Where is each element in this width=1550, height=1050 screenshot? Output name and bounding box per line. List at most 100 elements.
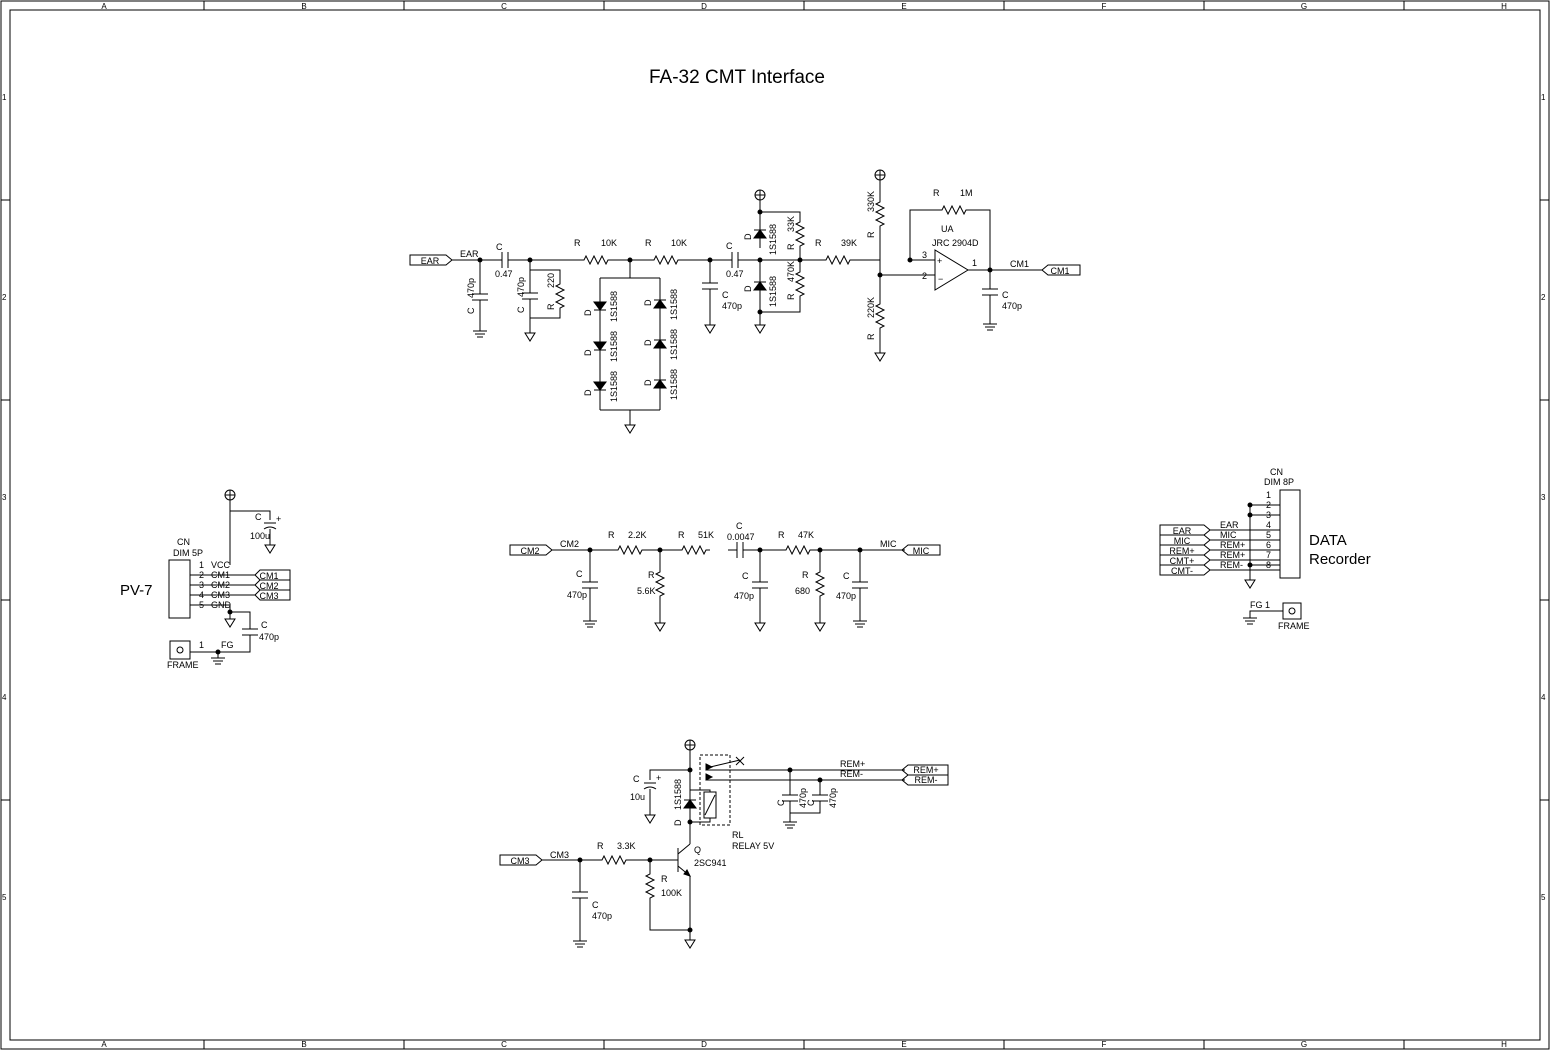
cm2-port-label: CM2	[520, 546, 539, 556]
opamp-jrc2904d: + −	[934, 249, 969, 291]
dclamp-bot-ref: D	[743, 285, 753, 292]
frame-col-H-top: H	[1501, 2, 1507, 11]
frame-col-E-bottom: E	[901, 1040, 906, 1049]
svg-text:REM-: REM-	[915, 775, 938, 785]
cmid-ref: C	[722, 290, 729, 300]
frame-col-E-top: E	[901, 2, 906, 11]
rref-top-ref: R	[866, 231, 876, 238]
rem-relay-ref: RL	[732, 830, 744, 840]
diode-l1-ref: D	[583, 309, 593, 316]
frame-col-G-top: G	[1301, 2, 1307, 11]
opamp-pin-minus: 2	[922, 271, 927, 281]
rem-d-part: 1S1588	[673, 779, 683, 810]
cshunt2-ref: C	[516, 306, 526, 313]
cin-ref: C	[496, 242, 503, 252]
frame-row-3-right: 3	[1541, 493, 1546, 502]
pv7-pin-number: 1	[199, 560, 204, 570]
dclamp-top-part: 1S1588	[768, 224, 778, 255]
cm2-port-flag	[509, 544, 553, 556]
rec-name-line1: DATA	[1309, 532, 1347, 549]
diode-l3-ref: D	[583, 389, 593, 396]
diode-ladder-right	[653, 299, 667, 389]
pv7-cap2-ref: C	[261, 620, 268, 630]
mic-r5-ref: R	[802, 570, 809, 580]
mic-port-label: MIC	[913, 546, 930, 556]
rec-signal-port-label: CMT-	[1171, 566, 1193, 576]
r3-ref: R	[815, 238, 822, 248]
rec-signal-net-label: REM+	[1220, 540, 1245, 550]
pv7-cap-value: 100u	[250, 531, 270, 541]
frame-row-3-left: 3	[2, 493, 7, 502]
rem-c3-ref: C	[776, 799, 786, 806]
opamp-ref: UA	[941, 224, 954, 234]
rec-signal-port: REM+REM+	[1159, 540, 1280, 556]
svg-text:CM2: CM2	[259, 581, 278, 591]
frame-col-D-bottom: D	[701, 1040, 707, 1049]
r2-ref: R	[645, 238, 652, 248]
cout-value: 470p	[1002, 301, 1022, 311]
frame-col-G-bottom: G	[1301, 1040, 1307, 1049]
diode-ladder-left	[593, 301, 607, 391]
mic-c4-ref: C	[843, 571, 850, 581]
rem-minus-net: REM-	[840, 769, 863, 779]
frame-row-1-left: 1	[2, 93, 7, 102]
rem-c2-ref: C	[633, 774, 640, 784]
rec-signal-net-label: MIC	[1220, 530, 1237, 540]
rec-signal-net-label: EAR	[1220, 520, 1239, 530]
pv7-name: PV-7	[120, 582, 153, 599]
dclamp-bot-part: 1S1588	[768, 276, 778, 307]
rec-fg-net: FG 1	[1250, 600, 1270, 610]
mic-c2-ref: C	[736, 521, 743, 531]
opamp-pin-plus: 3	[922, 250, 927, 260]
rref-bot-ref: R	[866, 333, 876, 340]
mic-r4-value: 47K	[798, 530, 814, 540]
cm1-net-label: CM1	[1010, 259, 1029, 269]
rem-plus-net: REM+	[840, 759, 865, 769]
pv7-cap-ref: C	[255, 512, 262, 522]
rec-pin-number: 5	[1266, 530, 1271, 540]
svg-text:CM1: CM1	[259, 571, 278, 581]
ear-net-label: EAR	[460, 249, 479, 259]
rem-c4-ref: C	[806, 799, 816, 806]
pv7-frame-terminal	[169, 640, 191, 660]
rec-signal-port-label: MIC	[1174, 536, 1191, 546]
svg-text:+: +	[276, 514, 281, 524]
diode-r3-ref: D	[643, 379, 653, 386]
frame-row-2-right: 2	[1541, 293, 1546, 302]
opamp-pin-out: 1	[972, 258, 977, 268]
rbias-top-ref: R	[786, 243, 796, 250]
rbias-top-value: 33K	[786, 216, 796, 232]
rec-pin-number: 7	[1266, 550, 1271, 560]
rec-signal-net-label: REM+	[1220, 550, 1245, 560]
mic-r2-value: 5.6K	[637, 586, 656, 596]
frame-col-B-top: B	[301, 2, 306, 11]
rem-r2-ref: R	[661, 874, 668, 884]
diode-r2-ref: D	[643, 339, 653, 346]
svg-text:+: +	[937, 256, 942, 266]
c2-value: 0.47	[726, 269, 744, 279]
rec-signal-port: CMT+REM+	[1159, 550, 1280, 566]
frame-col-A-top: A	[101, 2, 107, 11]
svg-text:+: +	[656, 773, 661, 783]
rec-name-line2: Recorder	[1309, 551, 1371, 568]
cm1-port-label: CM1	[1050, 266, 1069, 276]
schematic-title: FA-32 CMT Interface	[649, 67, 825, 88]
rec-frame-label: FRAME	[1278, 621, 1310, 631]
pv7-fg-pin: 1	[199, 640, 204, 650]
rec-connector-body	[1279, 489, 1301, 579]
diode-l3-part: 1S1588	[609, 371, 619, 402]
rem-r1-ref: R	[597, 841, 604, 851]
r1-value: 10K	[601, 238, 617, 248]
ear-input-circuit: EAR EAR C 470p C 0.47 C 470p R 220 R 10K…	[409, 169, 1081, 434]
pv7-port-cm1: CM1	[254, 569, 291, 581]
rfb-value: 1M	[960, 188, 973, 198]
rec-pin-number: 6	[1266, 540, 1271, 550]
pv7-connector-body	[168, 559, 191, 619]
diode-l1-part: 1S1588	[609, 291, 619, 322]
frame-col-C-top: C	[501, 2, 507, 11]
rref-top-value: 330K	[866, 191, 876, 212]
